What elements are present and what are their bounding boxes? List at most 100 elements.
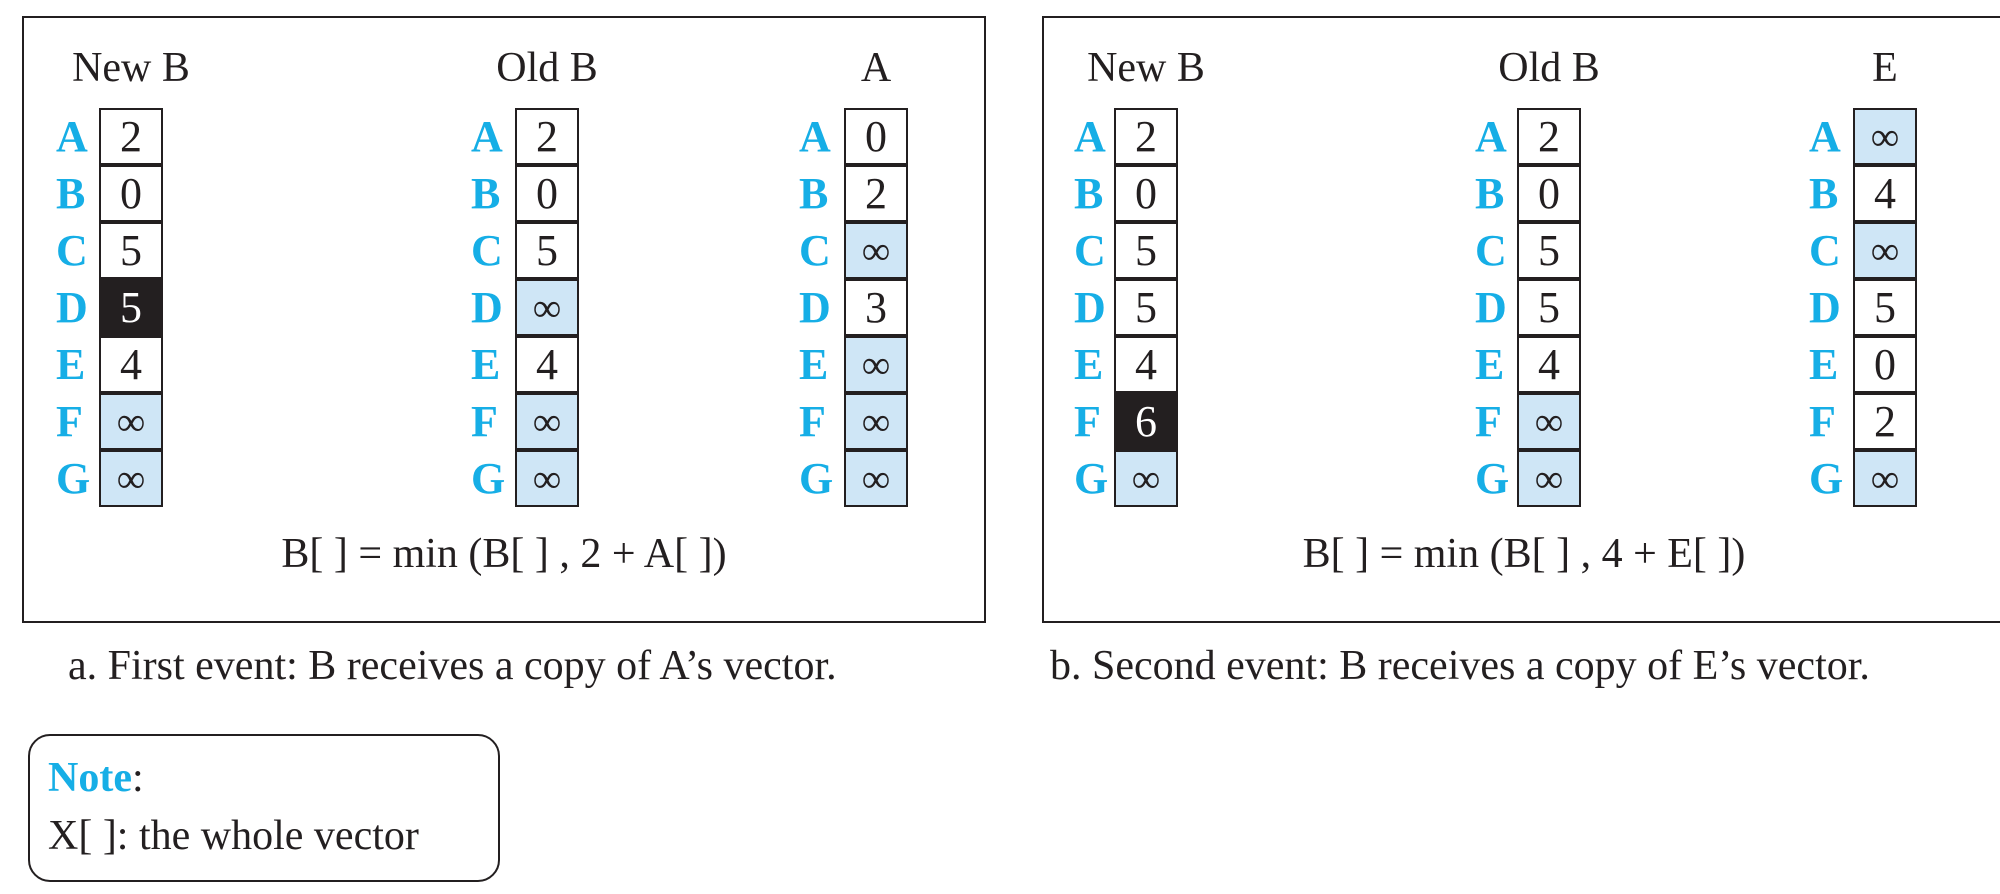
row-label: F (799, 397, 826, 446)
vector-cell-old-b: 5 (1517, 279, 1581, 336)
row-label: E (56, 340, 86, 389)
row-label: A (471, 112, 503, 161)
vector-cell-e: ∞ (1853, 108, 1917, 165)
vector-cell-old-b: ∞ (515, 450, 579, 507)
vector-cell-new-b: 5 (1114, 279, 1178, 336)
note-keyword: Note (48, 755, 132, 801)
caption-second-event: b. Second event: B receives a copy of E’… (1050, 643, 1870, 689)
row-label: F (1809, 397, 1836, 446)
vector-cell-a: ∞ (844, 393, 908, 450)
row-label: B (471, 169, 501, 218)
vector-cell-a: 2 (844, 165, 908, 222)
row-label: E (1809, 340, 1839, 389)
row-label: B (1475, 169, 1505, 218)
column-header-new-b: New B (72, 45, 190, 91)
row-label: G (1809, 454, 1844, 503)
formula-first-event: B[ ] = min (B[ ] , 2 + A[ ]) (281, 531, 727, 577)
row-label: D (1809, 283, 1841, 332)
row-label: F (1074, 397, 1101, 446)
vector-cell-new-b: 5 (99, 222, 163, 279)
row-label: F (56, 397, 83, 446)
vector-cell-new-b: ∞ (99, 450, 163, 507)
caption-first-event: a. First event: B receives a copy of A’s… (68, 643, 837, 689)
vector-cell-new-b: 5 (99, 279, 163, 336)
vector-cell-new-b: 4 (99, 336, 163, 393)
vector-cell-old-b: ∞ (515, 279, 579, 336)
vector-cell-old-b: 0 (1517, 165, 1581, 222)
row-label: E (471, 340, 501, 389)
row-label: D (1475, 283, 1507, 332)
vector-cell-new-b: 0 (99, 165, 163, 222)
vector-cell-old-b: ∞ (515, 393, 579, 450)
row-label: B (799, 169, 829, 218)
vector-cell-e: 0 (1853, 336, 1917, 393)
row-label: G (471, 454, 506, 503)
vector-cell-old-b: 2 (515, 108, 579, 165)
row-label: G (1475, 454, 1510, 503)
row-label: E (1475, 340, 1505, 389)
vector-cell-new-b: 6 (1114, 393, 1178, 450)
row-label: D (1074, 283, 1106, 332)
note-box: Note: X[ ]: the whole vector (28, 734, 500, 882)
vector-cell-new-b: ∞ (1114, 450, 1178, 507)
vector-cell-old-b: 0 (515, 165, 579, 222)
vector-cell-a: ∞ (844, 336, 908, 393)
vector-cell-new-b: 2 (99, 108, 163, 165)
row-label: A (1809, 112, 1841, 161)
vector-cell-e: 5 (1853, 279, 1917, 336)
vector-cell-new-b: 2 (1114, 108, 1178, 165)
vector-cell-a: 3 (844, 279, 908, 336)
column-header-old-b: Old B (496, 45, 598, 91)
note-title: Note: (48, 754, 144, 802)
row-label: C (1475, 226, 1507, 275)
row-label: F (471, 397, 498, 446)
vector-cell-a: 0 (844, 108, 908, 165)
row-label: C (1074, 226, 1106, 275)
row-label: D (471, 283, 503, 332)
vector-cell-old-b: 5 (515, 222, 579, 279)
note-colon: : (131, 755, 144, 801)
vector-cell-new-b: 0 (1114, 165, 1178, 222)
row-label: D (56, 283, 88, 332)
row-label: G (799, 454, 834, 503)
column-header-e: E (1872, 45, 1898, 91)
vector-cell-new-b: 4 (1114, 336, 1178, 393)
row-label: C (1809, 226, 1841, 275)
vector-cell-e: ∞ (1853, 450, 1917, 507)
vector-cell-old-b: 5 (1517, 222, 1581, 279)
vector-cell-e: 4 (1853, 165, 1917, 222)
vector-cell-e: 2 (1853, 393, 1917, 450)
formula-second-event: B[ ] = min (B[ ] , 4 + E[ ]) (1302, 531, 1746, 577)
vector-cell-old-b: ∞ (1517, 450, 1581, 507)
row-label: F (1475, 397, 1502, 446)
row-label: C (471, 226, 503, 275)
vector-cell-old-b: ∞ (1517, 393, 1581, 450)
row-label: G (1074, 454, 1109, 503)
row-label: A (56, 112, 88, 161)
row-label: A (1074, 112, 1106, 161)
row-label: E (799, 340, 829, 389)
vector-cell-old-b: 4 (515, 336, 579, 393)
vector-cell-e: ∞ (1853, 222, 1917, 279)
vector-cell-new-b: 5 (1114, 222, 1178, 279)
row-label: B (1809, 169, 1839, 218)
row-label: D (799, 283, 831, 332)
vector-cell-a: ∞ (844, 450, 908, 507)
vector-cell-new-b: ∞ (99, 393, 163, 450)
row-label: A (1475, 112, 1507, 161)
vector-cell-a: ∞ (844, 222, 908, 279)
column-header-old-b: Old B (1498, 45, 1600, 91)
note-text: X[ ]: the whole vector (48, 813, 419, 859)
column-header-new-b: New B (1087, 45, 1205, 91)
row-label: E (1074, 340, 1104, 389)
row-label: C (56, 226, 88, 275)
row-label: G (56, 454, 91, 503)
row-label: C (799, 226, 831, 275)
row-label: B (56, 169, 86, 218)
vector-cell-old-b: 2 (1517, 108, 1581, 165)
vector-cell-old-b: 4 (1517, 336, 1581, 393)
row-label: B (1074, 169, 1104, 218)
column-header-a: A (860, 45, 892, 91)
